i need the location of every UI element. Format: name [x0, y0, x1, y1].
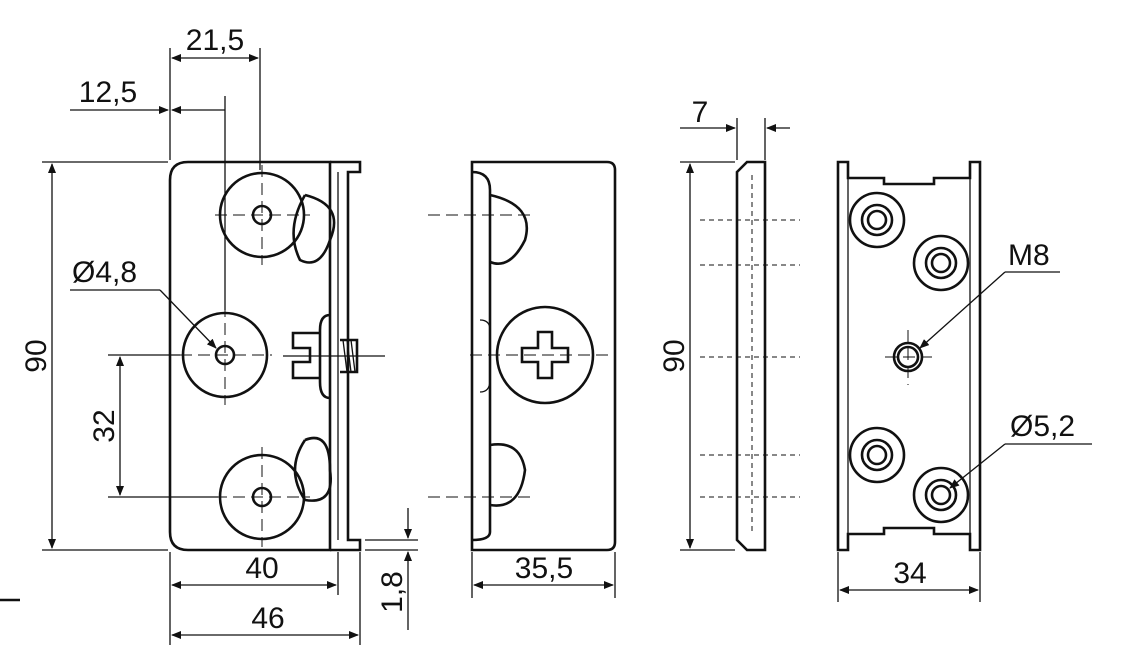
- dim-width-inner: 40: [245, 552, 278, 585]
- phillips-cross-icon: [520, 330, 570, 380]
- dim-back-width: 34: [893, 557, 926, 590]
- thread-label: M8: [1008, 239, 1050, 272]
- dim-back-hole-diameter: Ø5,2: [1010, 410, 1075, 443]
- lobe-top: [292, 193, 336, 264]
- screw: [283, 313, 385, 400]
- dim-hole-offset-x: 12,5: [79, 76, 137, 109]
- edge-outline: [735, 160, 767, 552]
- dim-flange-thickness: 1,8: [376, 571, 409, 613]
- dim-hole-spacing-y: 32: [88, 409, 121, 442]
- lobe-bottom: [293, 436, 333, 502]
- dim-height: 90: [20, 339, 53, 372]
- countersunk-hole: [848, 426, 906, 484]
- front-view: 21,5 12,5 Ø4,8 90 32 40 46 1,8: [0, 24, 418, 645]
- side-outline: [470, 160, 617, 552]
- back-view: M8 Ø5,2 34: [836, 160, 1092, 602]
- back-outline: [836, 160, 982, 552]
- dim-edge-thickness: 7: [692, 96, 709, 129]
- plate-outline: [168, 160, 332, 552]
- edge-view: 7 90: [658, 96, 800, 552]
- side-view: 35,5: [428, 160, 617, 598]
- dim-edge-height: 90: [658, 339, 691, 372]
- dim-width-total: 46: [251, 602, 284, 635]
- countersunk-hole: [912, 234, 970, 292]
- countersunk-hole: [912, 466, 970, 524]
- dim-hole-diameter: Ø4,8: [72, 256, 137, 289]
- dim-side-width: 35,5: [515, 552, 573, 585]
- countersunk-hole: [848, 191, 906, 249]
- dim-hole-spacing-x: 21,5: [186, 24, 244, 57]
